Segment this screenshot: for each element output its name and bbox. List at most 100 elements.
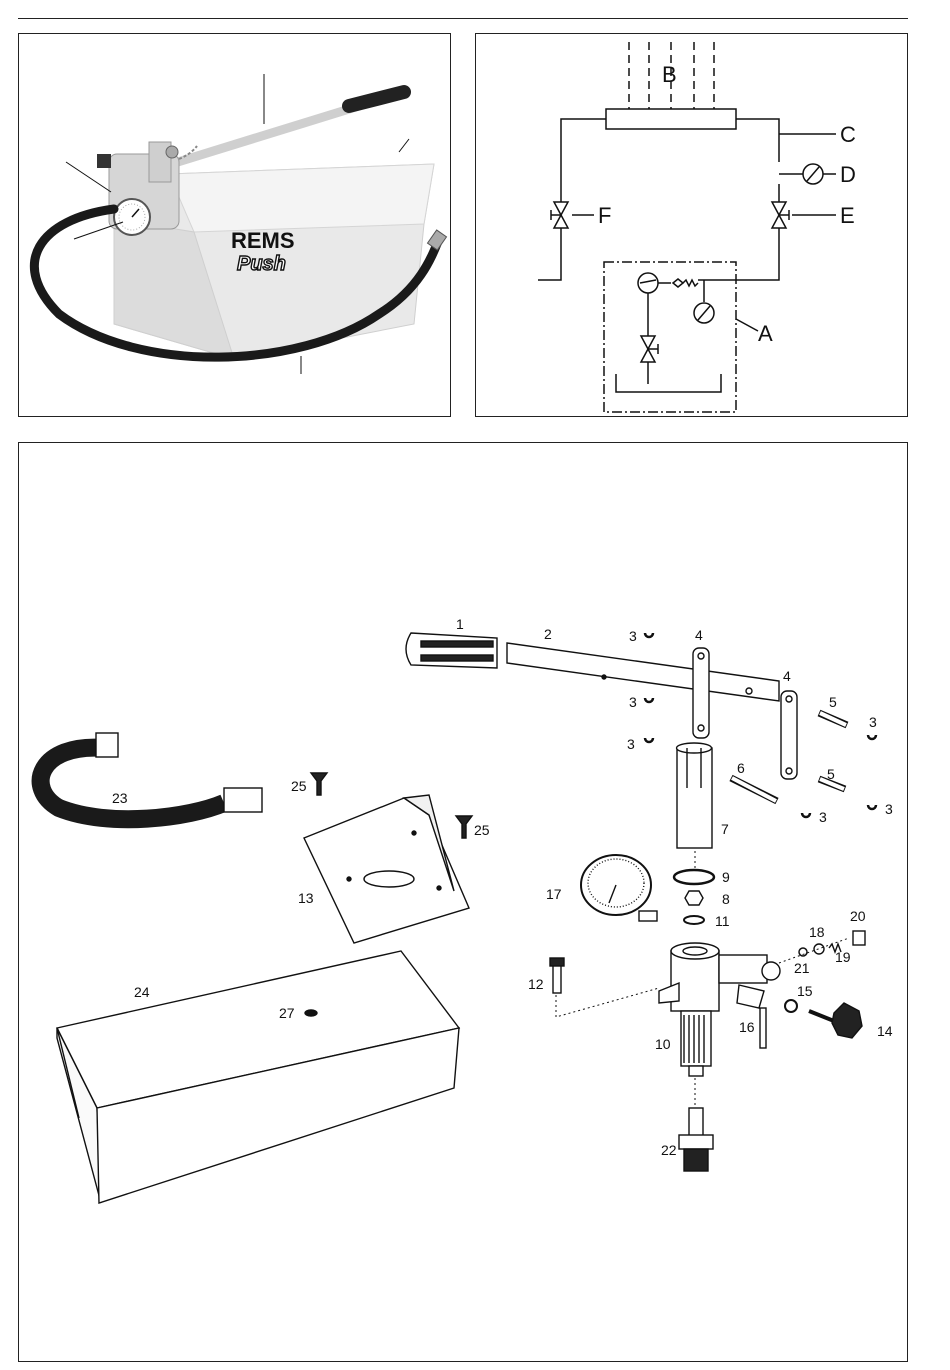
part-drain-plug	[305, 1010, 317, 1016]
label-7: 7	[721, 821, 729, 837]
part-washer	[684, 916, 704, 924]
plate-hole-a	[347, 877, 351, 881]
exploded-view-panel: 1 2 3 4 3 4 5 3 3 6 5 3 3 7 9 8 11 17 20…	[18, 442, 908, 1362]
link-b-hole-top	[786, 696, 792, 702]
valve-knob	[97, 154, 111, 168]
lever-hole	[602, 675, 606, 679]
label-b: B	[662, 62, 677, 87]
link-a-hole-bottom	[698, 725, 704, 731]
left-outlet	[538, 228, 561, 280]
label-27: 27	[279, 1005, 295, 1021]
label-9: 9	[722, 869, 730, 885]
manifold	[606, 109, 736, 129]
gauge-a-needle	[698, 306, 710, 320]
part-clip-5	[802, 813, 810, 817]
label-d: D	[840, 162, 856, 187]
label-20: 20	[850, 908, 866, 924]
label-23: 23	[112, 790, 128, 806]
part-knob	[832, 1003, 862, 1038]
pump-arrow	[640, 280, 656, 283]
label-16: 16	[739, 1019, 755, 1035]
valve-f-top	[554, 202, 568, 215]
plate-hole	[364, 871, 414, 887]
label-4b: 4	[783, 668, 791, 684]
pump-unit-box	[604, 262, 736, 412]
part-o-ring	[674, 870, 714, 884]
sleeve-tip	[689, 1066, 703, 1076]
exploded-view: 1 2 3 4 3 4 5 3 3 6 5 3 3 7 9 8 11 17 20…	[19, 443, 909, 1363]
drain-valve-bottom	[641, 349, 655, 362]
check-spring	[683, 280, 698, 286]
label-15: 15	[797, 983, 813, 999]
mount-flange-left	[659, 983, 679, 1003]
link-b-hole-bottom	[786, 768, 792, 774]
label-3b: 3	[629, 694, 637, 710]
piston-top	[677, 743, 712, 753]
pump-body-port	[762, 962, 780, 980]
part-clip-3	[645, 738, 653, 742]
tank-opening	[169, 164, 434, 232]
grip-ribs-top	[421, 641, 493, 647]
label-12: 12	[528, 976, 544, 992]
mount-flange-right	[737, 985, 764, 1008]
label-c: C	[840, 122, 856, 147]
valve-e-top	[772, 202, 786, 215]
label-3e: 3	[819, 809, 827, 825]
hose-end-b	[224, 788, 262, 812]
lever-end-hole	[746, 688, 752, 694]
part-screw	[553, 965, 561, 993]
gauge-d-needle	[807, 167, 819, 181]
right-line-upper	[736, 119, 779, 162]
leader-a	[736, 319, 758, 331]
label-5b: 5	[827, 766, 835, 782]
label-10: 10	[655, 1036, 671, 1052]
label-8: 8	[722, 891, 730, 907]
screw-head	[550, 958, 564, 966]
hydraulic-schematic-panel: B C D E F A	[475, 33, 908, 417]
pump-body-bore	[683, 947, 707, 955]
lever-pivot	[166, 146, 178, 158]
label-18: 18	[809, 924, 825, 940]
part-plug	[853, 931, 865, 945]
part-clip-4	[868, 735, 876, 739]
part-clip-6	[868, 805, 876, 809]
label-3f: 3	[885, 801, 893, 817]
label-1: 1	[456, 616, 464, 632]
part-filter	[684, 1149, 708, 1171]
label-22: 22	[661, 1142, 677, 1158]
brand-logo: REMS	[231, 228, 295, 253]
label-14: 14	[877, 1023, 893, 1039]
right-line-lower	[731, 228, 779, 280]
label-3d: 3	[627, 736, 635, 752]
leader-tank	[399, 139, 409, 152]
label-5a: 5	[829, 694, 837, 710]
label-e: E	[840, 203, 855, 228]
left-line	[561, 119, 606, 202]
part-lever	[507, 643, 779, 701]
label-19: 19	[835, 949, 851, 965]
label-24: 24	[134, 984, 150, 1000]
label-6: 6	[737, 760, 745, 776]
part-seal	[814, 944, 824, 954]
pump-body-arm	[719, 955, 767, 983]
model-logo: Push	[237, 253, 286, 275]
part-clip-1	[645, 633, 653, 637]
hose-end-a	[96, 733, 118, 757]
label-17: 17	[546, 886, 562, 902]
label-4a: 4	[695, 627, 703, 643]
part-grip	[406, 633, 497, 668]
part-valve-washer	[785, 1000, 797, 1012]
part-clip-2	[645, 698, 653, 702]
label-11: 11	[715, 913, 730, 929]
gauge-stem	[639, 911, 657, 921]
drain-valve-top	[641, 336, 655, 349]
part-piston	[677, 748, 712, 848]
check-valve	[673, 279, 683, 287]
pin-a-inner	[820, 713, 846, 725]
lever-grip	[349, 92, 404, 106]
plate-hole-b	[437, 886, 441, 890]
label-21: 21	[794, 960, 810, 976]
label-25a: 25	[291, 778, 307, 794]
filter-collar	[679, 1135, 713, 1149]
part-link-b	[781, 691, 797, 779]
